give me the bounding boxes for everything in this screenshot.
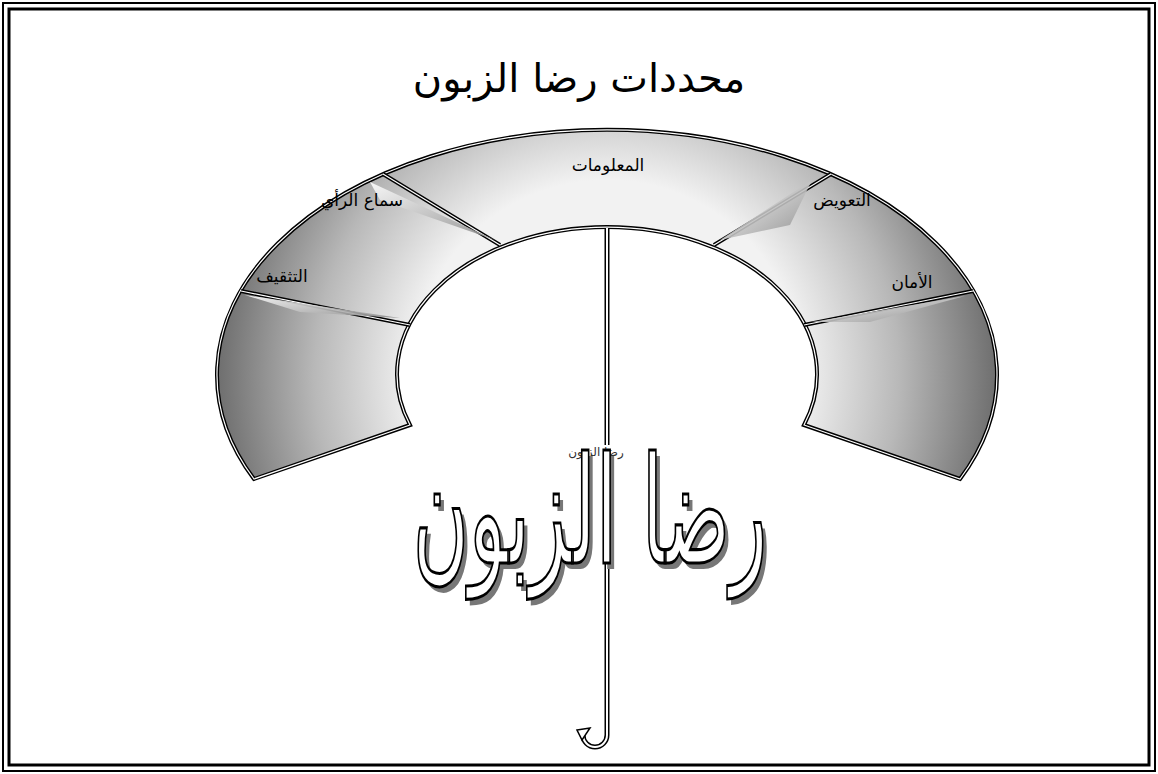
segment-label: سماع الرأي	[321, 190, 403, 210]
canopy-segment: الأمان	[887, 270, 936, 294]
canopy-segment: المعلومات	[568, 153, 649, 177]
canopy-segment: التثقيف	[252, 264, 312, 288]
canopy-segment: سماع الرأي	[317, 188, 407, 212]
outer-frame	[3, 3, 1155, 771]
segment-label: الأمان	[891, 272, 932, 292]
canopy-segment: التعويض	[809, 188, 875, 212]
segment-label: المعلومات	[572, 155, 645, 175]
big-outlined-title: رضا الزبون	[413, 438, 768, 587]
diagram-title: محددات رضا الزبون	[413, 55, 745, 101]
segment-label: التثقيف	[256, 266, 308, 286]
segment-label: التعويض	[813, 190, 871, 210]
inner-frame	[9, 9, 1149, 765]
